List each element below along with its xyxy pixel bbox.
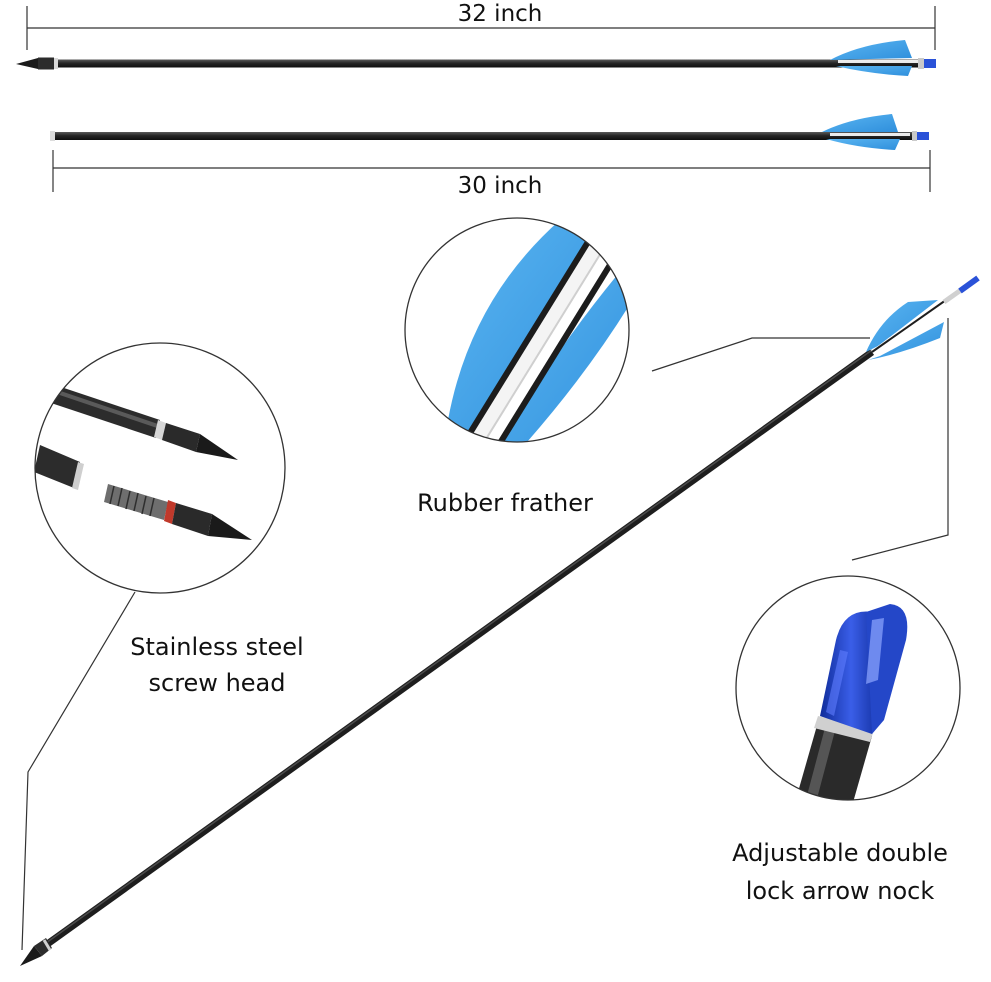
nock-detail-circle: [735, 575, 961, 801]
long-arrow: [16, 40, 936, 76]
nock-label-line1: Adjustable double: [732, 839, 948, 867]
long-arrow-length-label: 32 inch: [457, 1, 543, 27]
dimension-30-inch: [52, 150, 931, 192]
nock-label-line2: lock arrow nock: [745, 877, 935, 905]
screw-head-label-line1: Stainless steel: [130, 633, 304, 661]
screw-head-callout-label: Stainless steel screw head: [92, 632, 342, 698]
feather-callout-label: Rubber frather: [417, 489, 593, 517]
nock-callout-label: Adjustable double lock arrow nock: [700, 838, 980, 906]
short-arrow: [50, 114, 929, 150]
short-arrow-length-label: 30 inch: [457, 173, 543, 199]
dimension-32-inch: [26, 6, 936, 50]
screw-head-detail-circle: [34, 342, 286, 594]
diagonal-arrow: [20, 275, 980, 966]
leader-lines: [21, 318, 949, 951]
feather-detail-circle: [404, 217, 630, 443]
screw-head-label-line2: screw head: [148, 669, 286, 697]
